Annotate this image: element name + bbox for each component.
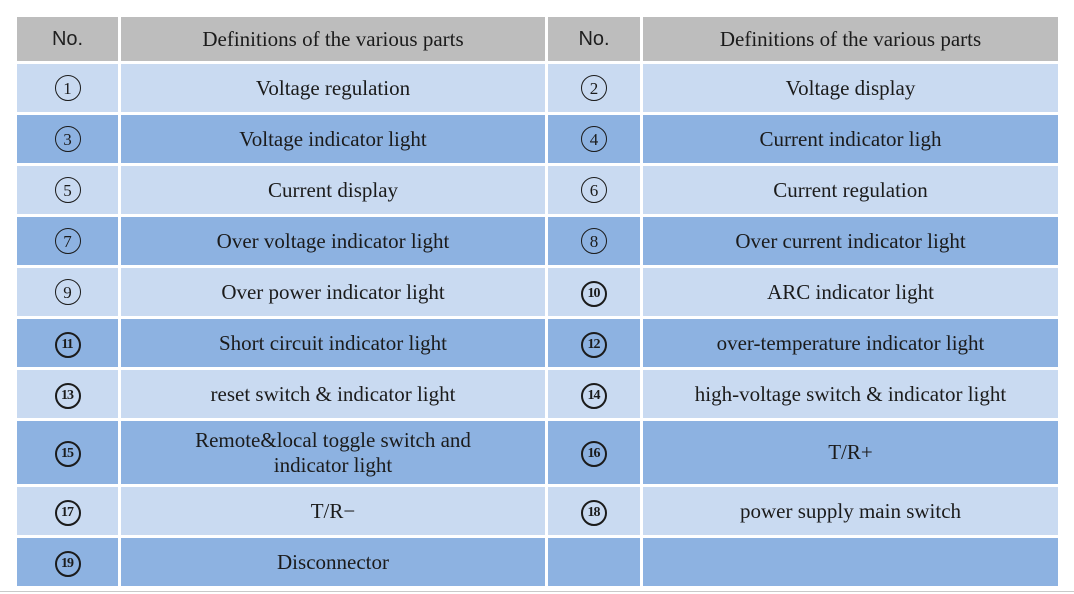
header-no-right: No.: [548, 17, 640, 61]
circled-number: 6: [581, 177, 607, 204]
parts-definition-table: No. Definitions of the various parts No.…: [14, 14, 1061, 589]
definition-cell: Current display: [121, 166, 545, 214]
definition-cell: Voltage display: [643, 64, 1058, 112]
table-row: 9 Over power indicator light 10 ARC indicat…: [17, 268, 1058, 316]
circled-number: 13: [54, 382, 81, 409]
table-row: 19 Disconnector: [17, 538, 1058, 586]
circled-number: 14: [581, 382, 607, 409]
header-row: No. Definitions of the various parts No.…: [17, 17, 1058, 61]
number-cell: 8: [548, 217, 640, 265]
circled-number: 1: [54, 75, 81, 102]
definition-cell: over-temperature indicator light: [643, 319, 1058, 367]
definition-cell: Voltage indicator light: [121, 115, 545, 163]
number-cell: 3: [17, 115, 118, 163]
page-bottom-divider: [0, 591, 1074, 592]
number-cell: 19: [17, 538, 118, 586]
number-cell: 10: [548, 268, 640, 316]
definition-cell: Over current indicator light: [643, 217, 1058, 265]
number-cell: 9: [17, 268, 118, 316]
definition-cell: reset switch & indicator light: [121, 370, 545, 418]
circled-number: 7: [54, 228, 81, 255]
circled-number: 9: [54, 279, 81, 306]
definition-cell: T/R−: [121, 487, 545, 535]
table-row: 1 Voltage regulation 2 Voltage display: [17, 64, 1058, 112]
number-cell: 4: [548, 115, 640, 163]
number-cell: 17: [17, 487, 118, 535]
definition-cell: Short circuit indicator light: [121, 319, 545, 367]
number-cell: 2: [548, 64, 640, 112]
circled-number: 2: [581, 75, 607, 102]
table-row: 13 reset switch & indicator light 14 high-v…: [17, 370, 1058, 418]
table-row: 5 Current display 6 Current regulation: [17, 166, 1058, 214]
header-definitions-left: Definitions of the various parts: [121, 17, 545, 61]
circled-number: 10: [581, 280, 607, 307]
definition-cell: Disconnector: [121, 538, 545, 586]
table-row: 17 T/R− 18 power supply main switch: [17, 487, 1058, 535]
circled-number: 11: [54, 331, 81, 358]
header-no-left: No.: [17, 17, 118, 61]
definition-cell: Current regulation: [643, 166, 1058, 214]
circled-number: 3: [54, 126, 81, 153]
circled-number: 18: [581, 499, 607, 526]
definition-cell: Current indicator ligh: [643, 115, 1058, 163]
number-cell: 13: [17, 370, 118, 418]
definition-cell: ARC indicator light: [643, 268, 1058, 316]
number-cell: 18: [548, 487, 640, 535]
definition-cell: Voltage regulation: [121, 64, 545, 112]
definition-cell: power supply main switch: [643, 487, 1058, 535]
definition-cell: high-voltage switch & indicator light: [643, 370, 1058, 418]
definition-cell: [643, 538, 1058, 586]
number-cell: [548, 538, 640, 586]
circled-number: 19: [54, 550, 81, 577]
definition-cell: Over power indicator light: [121, 268, 545, 316]
circled-number: 17: [54, 499, 81, 526]
circled-number: 16: [581, 441, 607, 467]
circled-number: 8: [581, 228, 607, 255]
circled-number: 15: [54, 441, 81, 467]
number-cell: 15: [17, 421, 118, 484]
number-cell: 5: [17, 166, 118, 214]
number-cell: 6: [548, 166, 640, 214]
table-row: 11 Short circuit indicator light 12 over-te…: [17, 319, 1058, 367]
table-row: 7 Over voltage indicator light 8 Over curre…: [17, 217, 1058, 265]
number-cell: 7: [17, 217, 118, 265]
definition-cell: T/R+: [643, 421, 1058, 484]
circled-number: 12: [581, 331, 607, 358]
table-body: 1 Voltage regulation 2 Voltage display 3 Volt…: [17, 64, 1058, 586]
table-header: No. Definitions of the various parts No.…: [17, 17, 1058, 61]
number-cell: 12: [548, 319, 640, 367]
header-definitions-right: Definitions of the various parts: [643, 17, 1058, 61]
number-cell: 1: [17, 64, 118, 112]
circled-number: 5: [54, 177, 81, 204]
number-cell: 14: [548, 370, 640, 418]
circled-number: 4: [581, 126, 607, 153]
number-cell: 11: [17, 319, 118, 367]
table-row: 3 Voltage indicator light 4 Current indicat…: [17, 115, 1058, 163]
definition-cell: Over voltage indicator light: [121, 217, 545, 265]
number-cell: 16: [548, 421, 640, 484]
